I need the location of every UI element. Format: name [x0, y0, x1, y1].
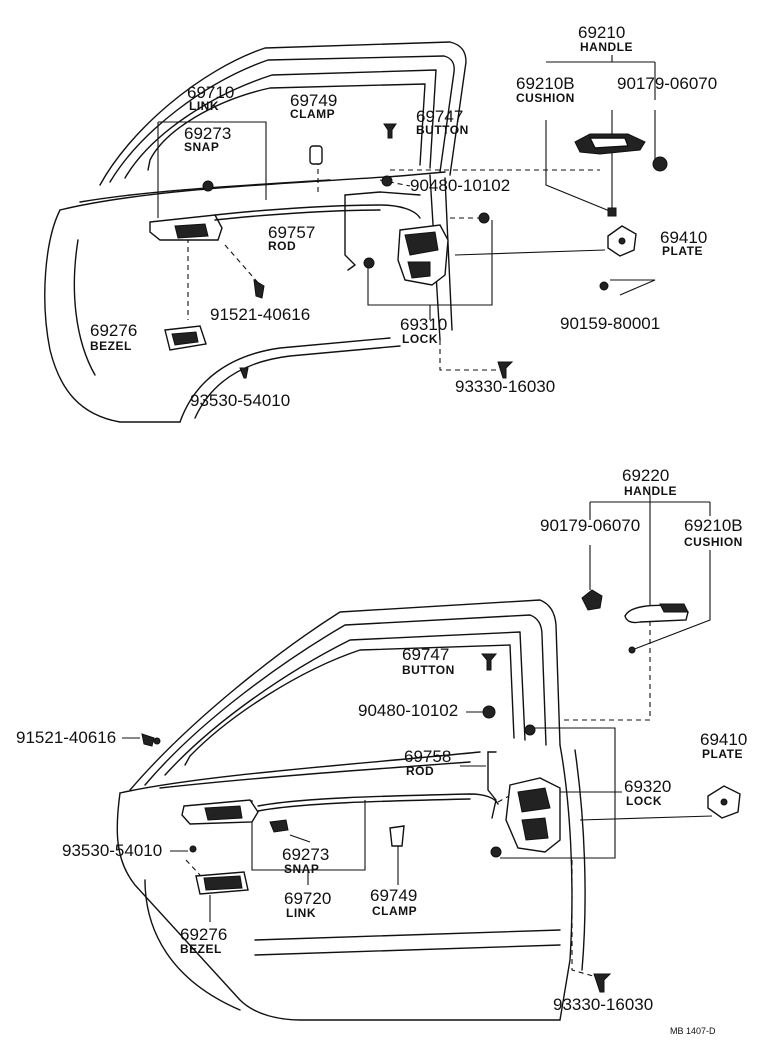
bottom-rod-name: ROD	[406, 764, 434, 778]
top-lock-clip2-part	[363, 257, 375, 269]
top-button-number: 69747	[416, 107, 463, 126]
top-handle-part	[574, 133, 646, 155]
bottom-cushion-name: CUSHION	[684, 535, 743, 549]
bottom-lock-number: 69320	[624, 777, 671, 796]
drawing-code: MB 1407-D	[670, 1026, 716, 1036]
bottom-handle-screw-part	[581, 589, 603, 611]
top-handle-name: HANDLE	[580, 40, 633, 54]
bottom-plate-number: 69410	[700, 730, 747, 749]
bottom-leader-lines	[122, 495, 713, 979]
bottom-handle-number: 69220	[622, 466, 669, 485]
bottom-bezel-number: 69276	[180, 925, 227, 944]
bottom-rod-part	[487, 751, 497, 819]
top-clamp-name: CLAMP	[290, 107, 335, 121]
top-cushion-name: CUSHION	[516, 91, 575, 105]
top-lock-screw-number: 93330-16030	[455, 377, 555, 396]
bottom-handle-screw-number: 90179-06070	[540, 516, 640, 535]
top-rod-number: 69757	[268, 223, 315, 242]
top-button-part	[383, 123, 397, 139]
top-link-part	[149, 204, 421, 241]
bottom-link-bolt-number: 91521-40616	[16, 728, 116, 747]
top-grommet-number: 90480-10102	[410, 176, 510, 195]
top-bezel-name: BEZEL	[90, 339, 132, 353]
top-rod-part	[344, 191, 421, 271]
top-rod-name: ROD	[268, 239, 296, 253]
top-lock-number: 69310	[400, 315, 447, 334]
bottom-link-name: LINK	[286, 906, 316, 920]
bottom-cushion-number: 69210B	[684, 516, 743, 535]
bottom-button-part	[480, 653, 498, 671]
top-link-bolt-part	[253, 279, 265, 299]
top-lock-part	[397, 224, 449, 286]
bottom-lock-screw-number: 93330-16030	[553, 995, 653, 1014]
bottom-grommet-part	[482, 705, 496, 719]
top-handle-screw-part	[652, 156, 668, 172]
top-bezel-number: 69276	[90, 321, 137, 340]
bottom-door-panel	[116, 599, 586, 1021]
bottom-rod-number: 69758	[404, 747, 451, 766]
top-leader-lines	[157, 55, 656, 371]
bottom-handle-name: HANDLE	[624, 484, 677, 498]
top-bezel-part	[164, 325, 207, 351]
top-bezel-screw-part	[239, 367, 249, 379]
bottom-button-number: 69747	[402, 645, 449, 664]
top-plate-name: PLATE	[662, 244, 703, 258]
top-snap-number: 69273	[184, 124, 231, 143]
bottom-link-part	[181, 793, 499, 825]
top-handle-screw-number: 90179-06070	[617, 74, 717, 93]
bottom-plate-name: PLATE	[702, 747, 743, 761]
top-clamp-part	[309, 145, 323, 165]
bottom-link-number: 69720	[284, 889, 331, 908]
top-labels: 69210 HANDLE 69210B CUSHION 90179-06070 …	[90, 23, 717, 410]
bottom-button-name: BUTTON	[402, 663, 455, 677]
top-link-name: LINK	[189, 99, 219, 113]
bottom-clamp-name: CLAMP	[372, 904, 417, 918]
bottom-clamp-part	[389, 825, 405, 847]
bottom-lock-clip-part	[524, 724, 536, 736]
bottom-clamp-number: 69749	[370, 886, 417, 905]
top-link-number: 69710	[187, 83, 234, 102]
top-door-panel	[44, 41, 467, 423]
top-link-bolt-number: 91521-40616	[210, 305, 310, 324]
top-plate-screw-part	[599, 281, 609, 291]
bottom-bezel-screw-part	[189, 845, 197, 853]
bottom-cushion-part	[628, 646, 636, 654]
bottom-grommet-number: 90480-10102	[358, 701, 458, 720]
bottom-link-bolt-part	[141, 733, 161, 747]
bottom-bezel-name: BEZEL	[180, 942, 222, 956]
bottom-bezel-screw-number: 93530-54010	[62, 841, 162, 860]
top-button-name: BUTTON	[416, 123, 469, 137]
top-handle-number: 69210	[578, 23, 625, 42]
bottom-snap-number: 69273	[282, 845, 329, 864]
bottom-plate-part	[707, 785, 741, 819]
top-lock-screw-part	[497, 361, 514, 379]
top-cushion-part	[607, 207, 617, 217]
bottom-lock-part	[505, 777, 561, 853]
bottom-snap-part	[269, 819, 289, 833]
top-grommet-part	[381, 175, 393, 187]
bottom-labels: 69220 HANDLE 90179-06070 69210B CUSHION …	[16, 466, 747, 1036]
top-snap-name: SNAP	[184, 140, 219, 154]
top-lock-clip-part	[478, 212, 490, 224]
bottom-bezel-part	[195, 871, 249, 895]
top-bezel-screw-number: 93530-54010	[190, 391, 290, 410]
bottom-handle-part	[624, 603, 689, 624]
top-plate-number: 69410	[660, 228, 707, 247]
top-lock-name: LOCK	[402, 332, 438, 346]
bottom-lock-clip2-part	[490, 846, 502, 858]
bottom-snap-name: SNAP	[284, 862, 319, 876]
top-plate-screw-number: 90159-80001	[560, 314, 660, 333]
top-snap-part	[202, 180, 214, 192]
bottom-lock-screw-part	[593, 973, 612, 993]
bottom-lock-name: LOCK	[626, 794, 662, 808]
top-cushion-number: 69210B	[516, 74, 575, 93]
top-plate-part	[607, 225, 637, 257]
top-clamp-number: 69749	[290, 91, 337, 110]
